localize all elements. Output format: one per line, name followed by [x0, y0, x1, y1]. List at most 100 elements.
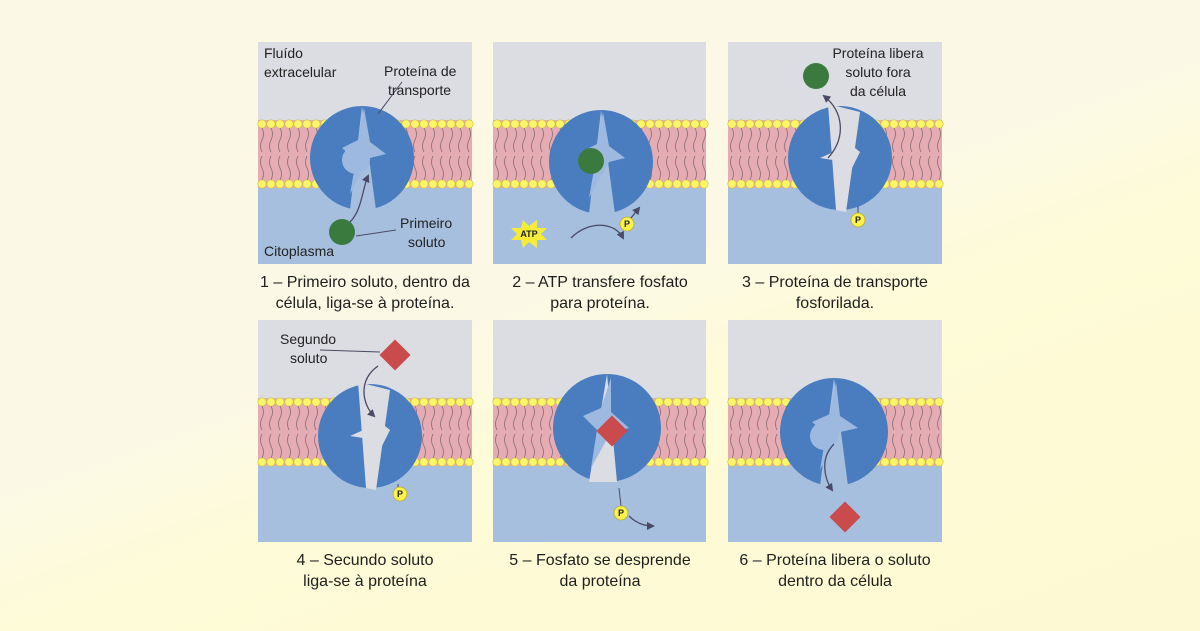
lipid-head: [898, 119, 908, 129]
lipid-head: [672, 457, 682, 467]
lipid-head: [763, 119, 773, 129]
lipid-head: [492, 179, 502, 189]
lipid-head: [537, 119, 547, 129]
lipid-head: [257, 457, 267, 467]
lipid-head: [672, 397, 682, 407]
lipid-tail: [739, 127, 743, 181]
label-second-solute-1: Segundo: [280, 331, 336, 347]
lipid-tail: [730, 405, 734, 459]
lipid-head: [293, 457, 303, 467]
lipid-head: [464, 179, 474, 189]
lipid-head: [510, 119, 520, 129]
lipid-head: [754, 119, 764, 129]
panel-4: P Segundo soluto: [257, 320, 474, 542]
release-arrow: [628, 515, 655, 530]
lipid-head: [645, 119, 655, 129]
lipid-head: [925, 119, 935, 129]
lipid-head: [690, 179, 700, 189]
lipid-tail: [431, 127, 435, 181]
phosphate-label: P: [397, 489, 403, 499]
lipid-tail: [305, 405, 309, 459]
lipid-tail: [260, 127, 264, 181]
lipid-head: [745, 179, 755, 189]
lipid-head: [293, 179, 303, 189]
lipid-head: [681, 179, 691, 189]
binding-arrow: [349, 174, 370, 223]
lipid-head: [754, 457, 764, 467]
panel-5: P: [492, 320, 709, 542]
release-arrow: [824, 443, 835, 492]
lipid-tail: [766, 127, 770, 181]
lipid-head: [934, 397, 944, 407]
lipid-head: [898, 457, 908, 467]
lipid-head: [916, 397, 926, 407]
lipid-head: [302, 457, 312, 467]
lipid-head: [916, 179, 926, 189]
lipid-head: [763, 457, 773, 467]
lipid-head: [437, 457, 447, 467]
transport-protein: [780, 378, 888, 486]
lipid-tail: [910, 405, 914, 459]
lipid-head: [311, 457, 321, 467]
lipid-head: [537, 397, 547, 407]
lipid-head: [455, 397, 465, 407]
lipid-head: [284, 119, 294, 129]
lipid-tail: [305, 127, 309, 181]
lipid-head: [311, 119, 321, 129]
lipid-head: [546, 119, 556, 129]
lipid-head: [925, 179, 935, 189]
lipid-head: [464, 397, 474, 407]
lipid-tail: [775, 405, 779, 459]
phosphate-dot: [613, 505, 629, 521]
lipid-head: [528, 457, 538, 467]
lipid-head: [889, 457, 899, 467]
label-extracellular-1: Fluído: [264, 45, 303, 61]
panel-2: ATP P: [492, 42, 709, 264]
lipid-tail: [287, 405, 291, 459]
lipid-head: [428, 397, 438, 407]
lipid-head: [663, 119, 673, 129]
lipid-head: [699, 119, 709, 129]
lipid-head: [537, 457, 547, 467]
lipid-head: [464, 119, 474, 129]
label-solute-2: soluto: [408, 234, 446, 250]
lipid-head: [925, 397, 935, 407]
caption-6-line-2: dentro da célula: [778, 573, 892, 590]
lipid-head: [907, 397, 917, 407]
phosphate-label: P: [618, 508, 624, 518]
lipid-head: [455, 119, 465, 129]
lipid-head: [492, 397, 502, 407]
lipid-tail: [784, 127, 788, 181]
lipid-head: [681, 119, 691, 129]
lipid-tail: [919, 127, 923, 181]
lipid-head: [293, 397, 303, 407]
lipid-tail: [296, 405, 300, 459]
lipid-tail: [910, 127, 914, 181]
transfer-arrow: [570, 224, 624, 240]
solute-pointer: [355, 229, 397, 237]
lipid-head: [699, 457, 709, 467]
lipid-tail: [314, 405, 318, 459]
lipid-head: [916, 457, 926, 467]
lipid-tail: [287, 127, 291, 181]
solute-pointer: [319, 349, 381, 353]
caption-6-line-1: 6 – Proteína libera o soluto: [739, 552, 930, 569]
lipid-head: [266, 179, 276, 189]
lipid-head: [727, 457, 737, 467]
lipid-head: [419, 119, 429, 129]
lipid-head: [519, 457, 529, 467]
lipid-head: [302, 119, 312, 129]
lipid-head: [772, 119, 782, 129]
lipid-head: [302, 179, 312, 189]
lipid-head: [880, 397, 890, 407]
lipid-head: [510, 457, 520, 467]
lipid-head: [257, 179, 267, 189]
lipid-head: [690, 397, 700, 407]
lipid-head: [257, 397, 267, 407]
lipid-head: [654, 179, 664, 189]
lipid-head: [727, 179, 737, 189]
lipid-head: [437, 119, 447, 129]
lipid-tail: [702, 405, 706, 459]
lipid-head: [446, 179, 456, 189]
lipid-head: [266, 457, 276, 467]
